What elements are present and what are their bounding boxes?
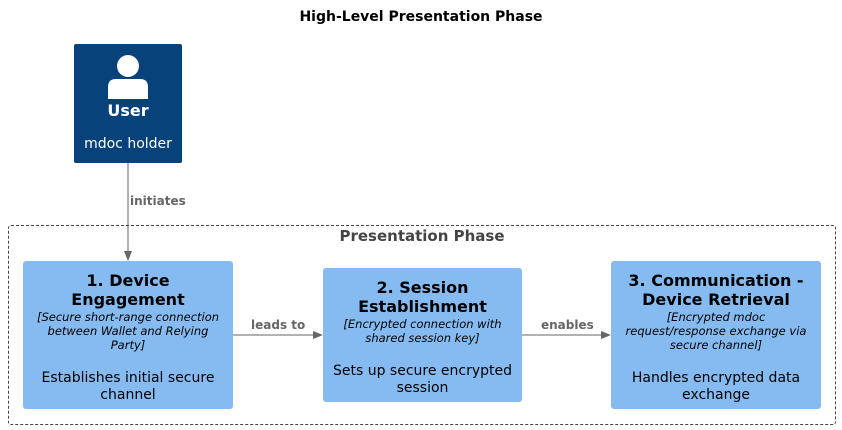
user-name: User — [107, 101, 149, 120]
node-session-establishment[interactable]: 2. Session Establishment [Encrypted conn… — [323, 268, 522, 402]
boundary-label: Presentation Phase — [339, 227, 505, 245]
edge-label-enables: enables — [541, 318, 594, 332]
node-technology: [Encrypted connection with shared sessio… — [343, 317, 502, 345]
node-device-engagement[interactable]: 1. Device Engagement [Secure short-range… — [23, 261, 233, 409]
node-description: Handles encrypted data exchange — [631, 370, 801, 403]
edge-label-leads-to: leads to — [251, 318, 306, 332]
node-technology: [Encrypted mdoc request/response exchang… — [625, 310, 807, 352]
node-device-retrieval[interactable]: 3. Communication - Device Retrieval [Enc… — [611, 261, 821, 409]
node-description: Establishes initial secure channel — [41, 370, 215, 403]
node-title: 1. Device Engagement — [71, 271, 185, 309]
presentation-phase-boundary: Presentation Phase — [8, 225, 836, 425]
node-title: 3. Communication - Device Retrieval — [628, 271, 804, 309]
node-title: 2. Session Establishment — [358, 278, 487, 316]
node-description: Sets up secure encrypted session — [332, 363, 513, 396]
edge-label-initiates: initiates — [130, 194, 186, 208]
diagram-title: High-Level Presentation Phase — [299, 9, 543, 25]
person-icon — [108, 55, 148, 99]
user-person-node[interactable]: User mdoc holder — [74, 44, 182, 163]
user-description: mdoc holder — [84, 136, 172, 152]
node-technology: [Secure short-range connection between W… — [36, 310, 220, 352]
